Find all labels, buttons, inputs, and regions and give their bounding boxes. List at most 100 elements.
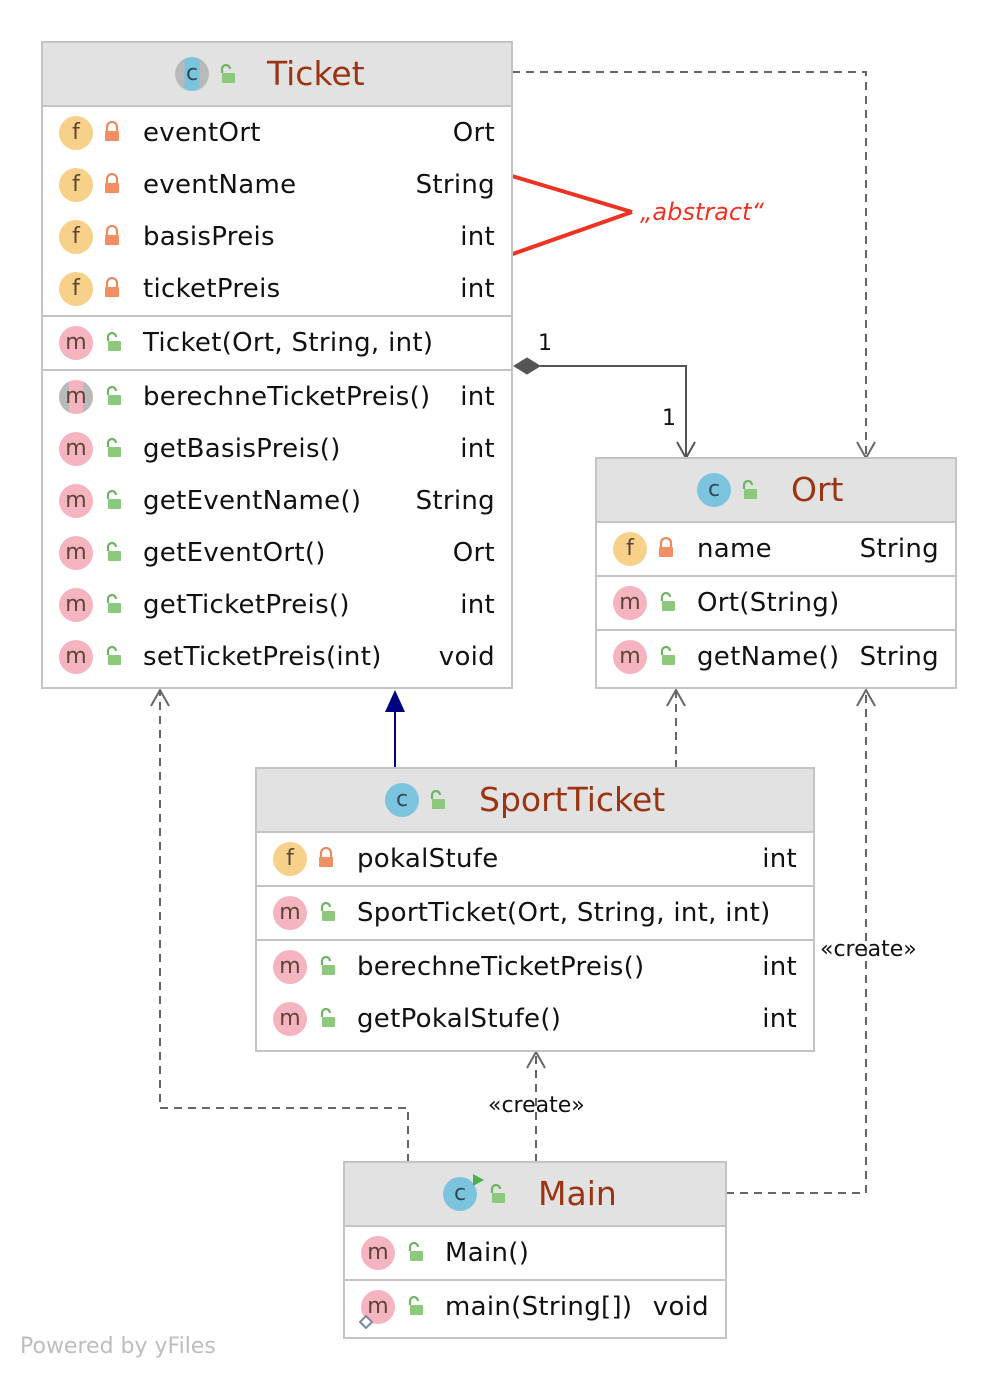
play-triangle-icon [473,1174,484,1186]
divider [597,575,955,577]
method-row[interactable]: m getEventName() String [43,475,511,527]
method-row[interactable]: m getBasisPreis() int [43,423,511,475]
dependency-main-ticket-arrowhead [150,687,170,707]
method-row[interactable]: m getPokalStufe() int [257,993,813,1045]
lock-closed-icon [105,225,119,245]
class-sportticket-title: SportTicket [479,780,666,819]
lock-closed-icon [659,537,673,557]
method-row[interactable]: m berechneTicketPreis() int [43,371,511,423]
composition-ticket-ort [540,365,687,458]
method-name: berechneTicketPreis() [357,952,645,982]
static-diamond-icon [359,1315,373,1329]
lock-open-icon [220,63,235,83]
method-row[interactable]: m getTicketPreis() int [43,579,511,631]
method-row[interactable]: m getName() String [597,631,955,683]
field-name: basisPreis [143,222,275,252]
field-name: eventName [143,170,297,200]
lock-open-icon [320,901,335,921]
lock-open-icon [106,541,121,561]
method-name: getEventName() [143,486,362,516]
constructor-name: Main() [445,1238,530,1268]
create-main-ort [726,690,867,1194]
divider [43,369,511,371]
field-row[interactable]: f ticketPreis int [43,263,511,315]
constructor-row[interactable]: m SportTicket(Ort, String, int, int) [257,887,813,939]
method-m-icon: m [59,536,93,570]
field-f-icon: f [59,220,93,254]
abstract-class-icon: c [175,57,209,91]
divider [345,1279,725,1281]
method-type: int [460,590,495,620]
powered-by-footer: Powered by yFiles [20,1334,216,1359]
runnable-class-icon: c [443,1174,484,1211]
class-main[interactable]: c Main m Main() m main(String[]) void [343,1161,727,1339]
class-ticket-header[interactable]: c Ticket [43,43,511,107]
lock-open-icon [408,1295,423,1315]
method-type: int [460,382,495,412]
class-ort-header[interactable]: c Ort [597,459,955,523]
method-type: void [438,642,495,672]
lock-closed-icon [105,277,119,297]
method-row[interactable]: m setTicketPreis(int) void [43,631,511,683]
dependency-sportticket-ort-arrowhead [666,687,686,707]
method-m-icon: m [59,588,93,622]
method-name: getTicketPreis() [143,590,350,620]
constructor-row[interactable]: m Main() [345,1227,725,1279]
lock-closed-icon [105,173,119,193]
field-row[interactable]: f eventOrt Ort [43,107,511,159]
field-type: Ort [452,118,495,148]
method-row[interactable]: m getEventOrt() Ort [43,527,511,579]
lock-open-icon [320,955,335,975]
method-name: main(String[]) [445,1292,633,1322]
divider [257,885,813,887]
method-m-icon: m [273,950,307,984]
create-label-sportticket: «create» [488,1093,585,1118]
method-type: void [652,1292,709,1322]
method-type: String [415,486,495,516]
lock-open-icon [106,489,121,509]
class-sportticket-header[interactable]: c SportTicket [257,769,813,833]
method-m-icon: m [59,432,93,466]
lock-open-icon [320,1007,335,1027]
lock-open-icon [106,385,121,405]
constructor-name: Ort(String) [697,588,840,618]
field-row[interactable]: f eventName String [43,159,511,211]
multiplicity-source-label: 1 [538,331,552,356]
class-ticket[interactable]: c Ticket f eventOrt Ort f eventName Stri… [41,41,513,689]
lock-closed-icon [105,121,119,141]
abstract-annotation: „abstract“ [640,198,764,226]
lock-open-icon [408,1241,423,1261]
class-sportticket[interactable]: c SportTicket f pokalStufe int m SportTi… [255,767,815,1052]
field-row[interactable]: f pokalStufe int [257,833,813,885]
method-type: String [859,642,939,672]
method-m-icon: m [59,484,93,518]
field-type: String [859,534,939,564]
lock-open-icon [430,789,445,809]
field-f-icon: f [273,842,307,876]
field-row[interactable]: f name String [597,523,955,575]
class-c-icon: c [697,473,731,507]
constructor-row[interactable]: m Ticket(Ort, String, int) [43,317,511,369]
method-row[interactable]: m main(String[]) void [345,1281,725,1333]
method-name: getName() [697,642,840,672]
class-main-header[interactable]: c Main [345,1163,725,1227]
lock-open-icon [106,593,121,613]
composition-diamond [513,357,541,375]
constructor-row[interactable]: m Ort(String) [597,577,955,629]
method-m-icon: m [613,586,647,620]
method-type: int [762,1004,797,1034]
dependency-main-ticket [159,690,409,1162]
lock-open-icon [660,591,675,611]
field-type: String [415,170,495,200]
method-m-icon: m [59,326,93,360]
class-ticket-title: Ticket [267,54,365,93]
class-ort[interactable]: c Ort f name String m Ort(String) m getN… [595,457,957,689]
field-row[interactable]: f basisPreis int [43,211,511,263]
create-label-ort: «create» [820,937,917,962]
method-row[interactable]: m berechneTicketPreis() int [257,941,813,993]
inheritance-arrowhead [385,690,405,712]
method-m-icon: m [613,640,647,674]
lock-open-icon [106,331,121,351]
method-m-icon: m [273,896,307,930]
field-f-icon: f [613,532,647,566]
